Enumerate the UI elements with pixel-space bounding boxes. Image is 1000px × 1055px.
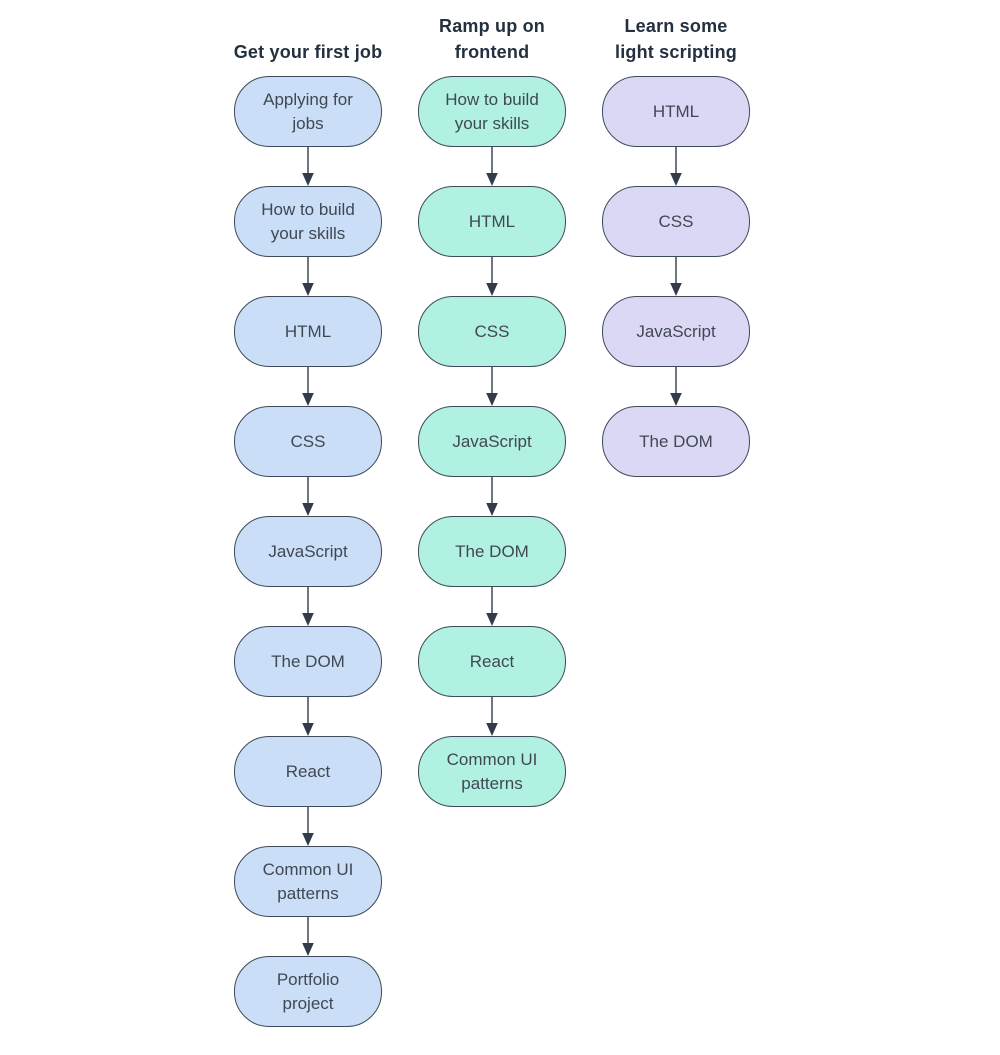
arrow-down-icon (485, 257, 499, 296)
flow-node: Common UI patterns (234, 846, 382, 917)
column-title-line: frontend (454, 42, 530, 62)
column-title: Get your first job (234, 0, 383, 76)
flow-node: HTML (602, 76, 750, 147)
flow-node: The DOM (234, 626, 382, 697)
arrow-down-icon (485, 587, 499, 626)
arrow-down-icon (485, 147, 499, 186)
flow-node-label: CSS (658, 211, 694, 231)
flow-node: HTML (234, 296, 382, 367)
column-title-line: light scripting (615, 42, 737, 62)
flow-node: How to build your skills (418, 76, 566, 147)
column-title-line: Learn some (624, 16, 728, 36)
column-title-line: Get your first job (233, 42, 383, 62)
flow-node-label: HTML (468, 211, 516, 231)
arrow-down-icon (301, 477, 315, 516)
arrow-down-icon (301, 147, 315, 186)
arrow-down-icon (485, 477, 499, 516)
flow-node-label: CSS (290, 431, 326, 451)
flow-node: React (418, 626, 566, 697)
arrow-down-icon (301, 587, 315, 626)
flow-node: Portfolio project (234, 956, 382, 1027)
flow-node-label: The DOM (271, 651, 345, 671)
flow-node-label: The DOM (639, 431, 713, 451)
column-title: Learn some light scripting (615, 0, 737, 76)
arrow-down-icon (301, 807, 315, 846)
flow-node: CSS (418, 296, 566, 367)
arrow-down-icon (669, 257, 683, 296)
flow-node-label: How to build your skills (445, 89, 539, 133)
flow-node: The DOM (418, 516, 566, 587)
arrow-down-icon (669, 147, 683, 186)
flow-node: Common UI patterns (418, 736, 566, 807)
column-title: Ramp up on frontend (439, 0, 545, 76)
flow-node: Applying for jobs (234, 76, 382, 147)
flow-node-label: HTML (284, 321, 332, 341)
flow-node-label: CSS (474, 321, 510, 341)
flow-node: JavaScript (234, 516, 382, 587)
arrow-down-icon (485, 697, 499, 736)
flow-node-label: Common UI patterns (262, 859, 354, 903)
arrow-down-icon (301, 697, 315, 736)
flow-node-label: React (285, 761, 331, 781)
arrow-down-icon (301, 257, 315, 296)
flow-node-label: Portfolio project (276, 969, 340, 1013)
flow-node: JavaScript (418, 406, 566, 477)
flow-node: React (234, 736, 382, 807)
flow-node-label: React (469, 651, 515, 671)
flow-node: JavaScript (602, 296, 750, 367)
arrow-down-icon (669, 367, 683, 406)
flow-node-label: Applying for jobs (263, 89, 353, 133)
flow-node: CSS (602, 186, 750, 257)
arrow-down-icon (301, 367, 315, 406)
flow-node: The DOM (602, 406, 750, 477)
flow-node-label: JavaScript (268, 541, 348, 561)
flow-node-label: How to build your skills (261, 199, 355, 243)
flow-node: HTML (418, 186, 566, 257)
flow-node-label: Common UI patterns (446, 749, 538, 793)
flow-node-label: JavaScript (452, 431, 532, 451)
arrow-down-icon (485, 367, 499, 406)
column-title-line: Ramp up on (439, 16, 545, 36)
flow-node: How to build your skills (234, 186, 382, 257)
flow-node: CSS (234, 406, 382, 477)
arrow-down-icon (301, 917, 315, 956)
flow-node-label: HTML (652, 101, 700, 121)
flow-node-label: The DOM (455, 541, 529, 561)
flow-node-label: JavaScript (636, 321, 716, 341)
